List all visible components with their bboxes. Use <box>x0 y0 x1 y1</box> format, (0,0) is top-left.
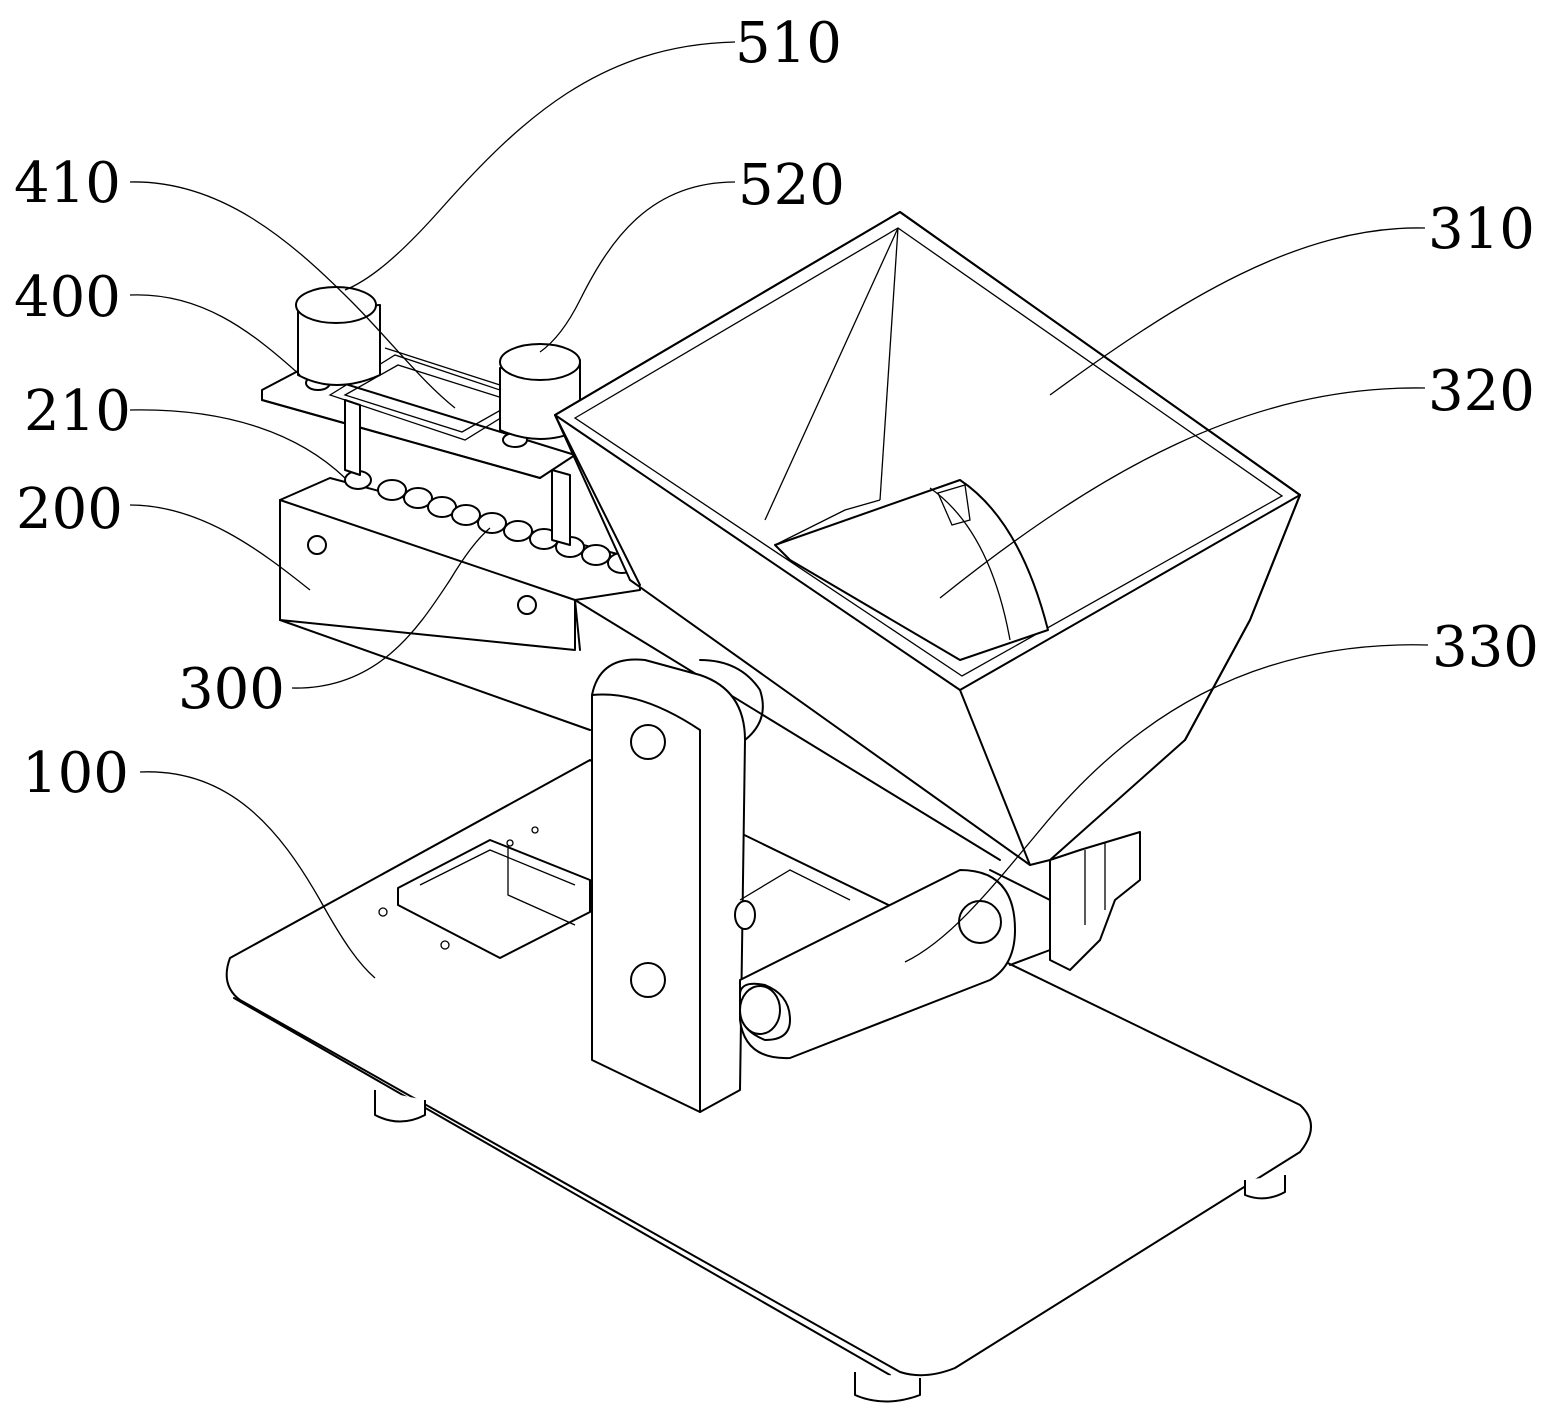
label-300: 300 <box>178 657 285 722</box>
label-510: 510 <box>735 11 842 76</box>
label-400: 400 <box>14 265 121 330</box>
leader-310 <box>1049 227 1426 396</box>
label-310: 310 <box>1428 197 1535 262</box>
leader-200 <box>129 504 311 591</box>
leader-400 <box>129 294 301 376</box>
leader-510 <box>344 41 736 291</box>
leader-100 <box>139 771 376 979</box>
hopper <box>554 211 1301 971</box>
base-plate <box>225 759 1312 1403</box>
leader-330 <box>904 644 1429 963</box>
label-410: 410 <box>14 151 121 216</box>
reference-labels: 510 410 520 310 400 320 210 200 330 300 … <box>14 11 1539 806</box>
leader-520 <box>539 181 736 353</box>
support-arm <box>591 658 764 1113</box>
leader-320 <box>939 387 1426 599</box>
screw-row <box>344 470 637 574</box>
label-330: 330 <box>1432 615 1539 680</box>
label-200: 200 <box>16 477 123 542</box>
label-100: 100 <box>22 741 129 806</box>
linkage-arm <box>734 869 1051 1060</box>
label-320: 320 <box>1428 359 1535 424</box>
sensor-cylinder-510 <box>295 286 381 386</box>
label-210: 210 <box>24 379 131 444</box>
leader-300 <box>291 527 491 689</box>
leader-410 <box>129 181 456 409</box>
sensor-plate <box>261 347 576 546</box>
label-520: 520 <box>738 153 845 218</box>
leader-210 <box>129 409 346 479</box>
leader-lines <box>129 41 1429 979</box>
